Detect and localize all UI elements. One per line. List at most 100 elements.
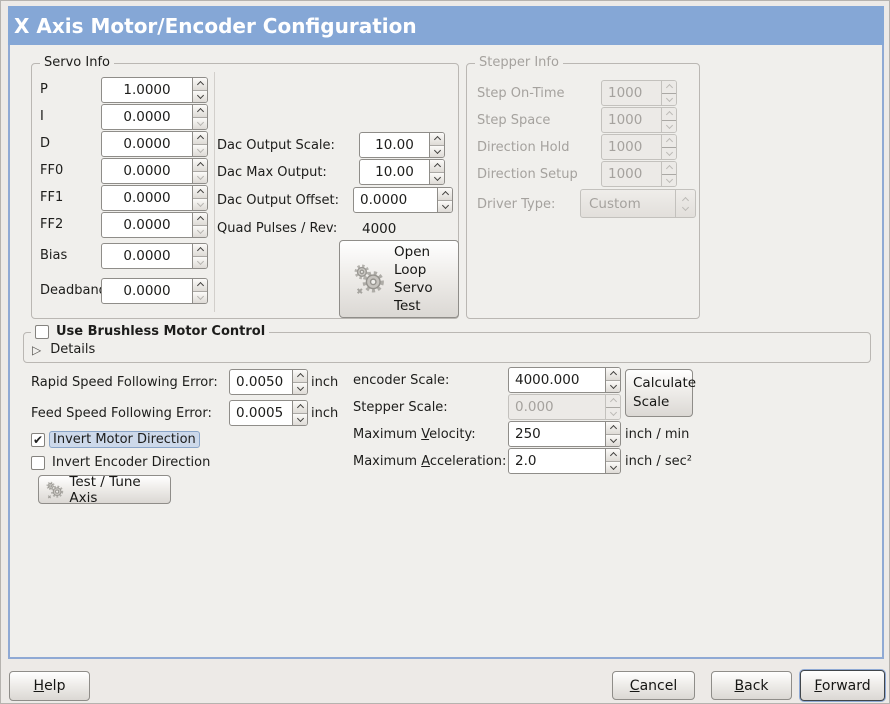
bias-spin-up[interactable]: [193, 244, 207, 256]
velocity-spin-up[interactable]: [606, 422, 620, 434]
page-title-bar: X Axis Motor/Encoder Configuration: [8, 6, 884, 45]
rapid-following-error-value[interactable]: 0.0050: [236, 374, 284, 390]
maximum-velocity-value[interactable]: 250: [515, 426, 541, 442]
spin-down-icon: [441, 201, 449, 209]
invert-encoder-label[interactable]: Invert Encoder Direction: [52, 455, 211, 470]
cancel-button[interactable]: Cancel: [612, 671, 695, 700]
ff0-spinbox[interactable]: 0.0000: [101, 158, 208, 184]
help-button[interactable]: Help: [9, 671, 90, 701]
dac-max-spin-up[interactable]: [430, 160, 444, 172]
feed-spin-down[interactable]: [293, 412, 307, 425]
invert-motor-checkbox[interactable]: ✔: [31, 433, 45, 447]
encoder-scale-spin-up[interactable]: [606, 368, 620, 380]
d-value[interactable]: 0.0000: [123, 136, 171, 152]
ff0-spin-up[interactable]: [193, 159, 207, 171]
maximum-acceleration-label: Maximum Acceleration:: [353, 454, 507, 469]
ff2-spin-down[interactable]: [193, 224, 207, 237]
deadband-spin-up[interactable]: [193, 279, 207, 291]
spin-down-icon: [609, 408, 617, 416]
rapid-spin-down[interactable]: [293, 381, 307, 394]
acceleration-spin-up[interactable]: [606, 449, 620, 461]
feed-spin-up[interactable]: [293, 401, 307, 413]
ff2-spinbox[interactable]: 0.0000: [101, 212, 208, 238]
spin-down-icon: [196, 118, 204, 126]
feed-following-error-spinbox[interactable]: 0.0005: [229, 400, 308, 426]
rapid-spin-up[interactable]: [293, 370, 307, 382]
p-spinbox[interactable]: 1.0000: [101, 77, 208, 103]
ff1-spinbox[interactable]: 0.0000: [101, 185, 208, 211]
spin-down-icon: [296, 383, 304, 391]
bias-spin-down[interactable]: [193, 255, 207, 268]
dac-output-offset-spinbox[interactable]: 0.0000: [353, 187, 453, 213]
d-spinbox[interactable]: 0.0000: [101, 131, 208, 157]
spin-down-icon: [296, 414, 304, 422]
dac-max-spin-down[interactable]: [430, 171, 444, 184]
forward-button[interactable]: Forward: [800, 670, 885, 701]
ff2-label: FF2: [40, 217, 64, 232]
spin-down-icon: [609, 381, 617, 389]
i-value[interactable]: 0.0000: [123, 109, 171, 125]
open-loop-servo-test-button[interactable]: Open Loop Servo Test: [339, 240, 459, 318]
bias-spinbox[interactable]: 0.0000: [101, 243, 208, 269]
spin-up-icon: [665, 138, 673, 146]
dac-max-output-value[interactable]: 10.00: [375, 164, 414, 180]
ff2-value[interactable]: 0.0000: [123, 217, 171, 233]
rapid-following-error-spinbox[interactable]: 0.0050: [229, 369, 308, 395]
deadband-value[interactable]: 0.0000: [123, 283, 171, 299]
i-spin-down[interactable]: [193, 116, 207, 129]
gears-icon: [354, 264, 384, 294]
bias-value[interactable]: 0.0000: [123, 248, 171, 264]
p-value[interactable]: 1.0000: [123, 82, 171, 98]
maximum-velocity-label: Maximum Velocity:: [353, 427, 476, 442]
ff0-value[interactable]: 0.0000: [123, 163, 171, 179]
p-spin-down[interactable]: [193, 89, 207, 102]
d-spin-up[interactable]: [193, 132, 207, 144]
servo-column-separator: [214, 72, 215, 312]
d-spin-down[interactable]: [193, 143, 207, 156]
encoder-scale-value[interactable]: 4000.000: [515, 372, 580, 388]
dac-scale-spin-up[interactable]: [430, 133, 444, 145]
encoder-scale-spin-down[interactable]: [606, 379, 620, 392]
step-on-time-value: 1000: [608, 85, 643, 101]
dac-scale-spin-down[interactable]: [430, 144, 444, 157]
calculate-scale-button[interactable]: Calculate Scale: [625, 369, 696, 417]
dac-output-offset-value[interactable]: 0.0000: [360, 192, 408, 208]
dac-offset-spin-up[interactable]: [438, 188, 452, 200]
p-spin-up[interactable]: [193, 78, 207, 90]
maximum-acceleration-spinbox[interactable]: 2.0: [508, 448, 621, 474]
direction-hold-label: Direction Hold: [477, 140, 570, 155]
ff1-spin-down[interactable]: [193, 197, 207, 210]
dac-output-scale-spinbox[interactable]: 10.00: [359, 132, 445, 158]
back-button[interactable]: Back: [711, 671, 792, 700]
use-brushless-checkbox[interactable]: [35, 324, 49, 339]
direction-setup-label: Direction Setup: [477, 167, 578, 182]
invert-encoder-checkbox[interactable]: [31, 456, 45, 470]
dac-output-scale-value[interactable]: 10.00: [375, 137, 414, 153]
invert-motor-label[interactable]: Invert Motor Direction: [49, 431, 200, 448]
servo-info-frame-label: Servo Info: [40, 55, 114, 70]
spin-down-icon: [196, 91, 204, 99]
dac-offset-spin-down[interactable]: [438, 199, 452, 212]
ff1-value[interactable]: 0.0000: [123, 190, 171, 206]
feed-following-error-value[interactable]: 0.0005: [236, 405, 284, 421]
details-expander[interactable]: ▷ Details: [32, 342, 95, 357]
spin-up-icon: [196, 247, 204, 255]
i-spinbox[interactable]: 0.0000: [101, 104, 208, 130]
maximum-velocity-spinbox[interactable]: 250: [508, 421, 621, 447]
expander-triangle-icon[interactable]: ▷: [32, 342, 42, 357]
ff1-spin-up[interactable]: [193, 186, 207, 198]
deadband-spin-down[interactable]: [193, 290, 207, 303]
spin-up-icon: [433, 136, 441, 144]
maximum-acceleration-value[interactable]: 2.0: [515, 453, 537, 469]
velocity-spin-down[interactable]: [606, 433, 620, 446]
encoder-scale-spinbox[interactable]: 4000.000: [508, 367, 621, 393]
encoder-scale-label: encoder Scale:: [353, 373, 450, 388]
deadband-spinbox[interactable]: 0.0000: [101, 278, 208, 304]
ff0-spin-down[interactable]: [193, 170, 207, 183]
ff2-spin-up[interactable]: [193, 213, 207, 225]
i-spin-up[interactable]: [193, 105, 207, 117]
quad-pulses-label: Quad Pulses / Rev:: [217, 221, 338, 236]
test-tune-axis-button[interactable]: Test / Tune Axis: [38, 474, 171, 506]
dac-max-output-spinbox[interactable]: 10.00: [359, 159, 445, 185]
acceleration-spin-down[interactable]: [606, 460, 620, 473]
